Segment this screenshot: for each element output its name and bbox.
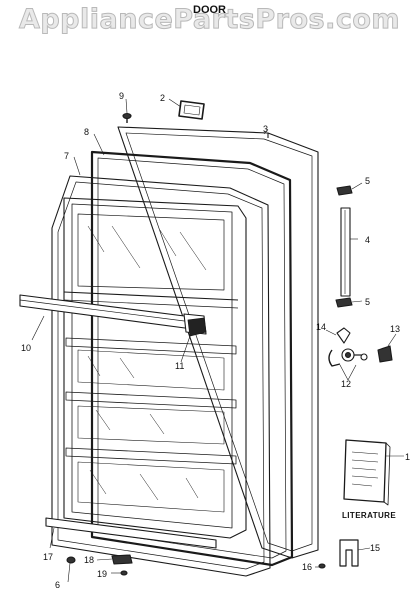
callout-18: 18 <box>84 555 94 565</box>
door-liner-frame <box>51 175 271 577</box>
hinge-bracket <box>339 539 359 567</box>
literature-booklet <box>343 439 391 506</box>
door-stop-rod <box>340 207 351 297</box>
door-stop-cap-bottom <box>335 297 353 308</box>
callout-5-bottom: 5 <box>365 297 370 307</box>
diagram-title: DOOR <box>193 4 226 16</box>
callout-19: 19 <box>97 569 107 579</box>
door-liner-body <box>63 197 247 539</box>
leader-lines <box>31 98 404 583</box>
literature-label: LITERATURE <box>342 511 396 520</box>
handle-knob <box>341 348 368 362</box>
callout-12: 12 <box>341 379 351 389</box>
handle-cap <box>377 345 393 363</box>
callout-9: 9 <box>119 91 124 101</box>
callout-10: 10 <box>21 343 31 353</box>
outer-door-panel <box>117 126 319 559</box>
spacer-18 <box>111 554 133 565</box>
rail-end-cap <box>187 317 207 337</box>
callout-7: 7 <box>64 151 69 161</box>
callout-6: 6 <box>55 580 60 590</box>
callout-5-top: 5 <box>365 176 370 186</box>
callout-11: 11 <box>175 361 184 371</box>
callout-3: 3 <box>263 124 268 134</box>
hinge-pin-6 <box>66 556 76 564</box>
callout-17: 17 <box>43 552 53 562</box>
callout-16: 16 <box>302 562 312 572</box>
handle-bracket <box>328 327 351 367</box>
hinge-cover <box>178 100 205 120</box>
callout-1: 1 <box>405 452 410 462</box>
screw-16 <box>318 563 326 569</box>
bottom-rail <box>45 517 217 549</box>
callout-4: 4 <box>365 235 370 245</box>
shelf-rail <box>19 294 207 335</box>
screw-9 <box>122 112 132 123</box>
callout-14: 14 <box>316 322 326 332</box>
watermark: AppliancePartsPros.com <box>18 4 401 36</box>
screw-19 <box>120 570 128 576</box>
callout-2: 2 <box>160 93 165 103</box>
door-stop-cap-top <box>336 185 353 196</box>
callout-13: 13 <box>390 324 400 334</box>
callout-8: 8 <box>84 127 89 137</box>
callout-15: 15 <box>370 543 380 553</box>
